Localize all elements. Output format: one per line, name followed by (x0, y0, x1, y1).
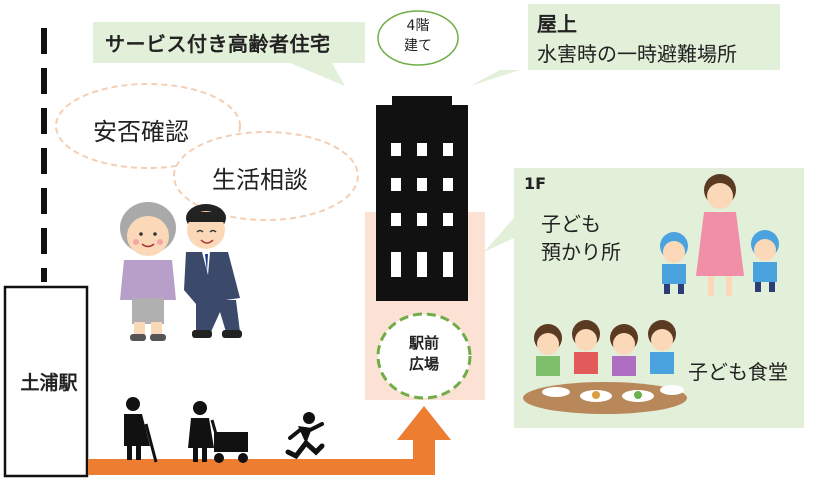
housing-callout-title: サービス付き高齢者住宅 (105, 32, 331, 56)
floors-label-line2: 建て (404, 38, 432, 54)
plaza-label: 駅前 広場 (384, 333, 464, 375)
station-box (3, 285, 89, 478)
pedestrian-icons (124, 397, 325, 463)
elderly-woman-illustration (120, 202, 176, 341)
safety-check-label: 安否確認 (93, 118, 189, 146)
consultation-label: 生活相談 (212, 166, 308, 194)
stroller-parent-icon (188, 401, 248, 463)
first-floor-label: 1F (524, 174, 547, 193)
plaza-label-line2: 広場 (408, 355, 439, 373)
plaza-circle (376, 312, 472, 400)
housing-callout (93, 22, 365, 86)
floors-label-line1: 4階 (406, 18, 430, 34)
floors-oval (377, 10, 459, 66)
rooftop-desc: 水害時の一時避難場所 (537, 42, 737, 66)
floors-label: 4階 建て (378, 16, 458, 56)
kids-cafeteria-label: 子ども食堂 (688, 360, 788, 384)
plaza-label-line1: 駅前 (408, 334, 439, 352)
safety-check-ellipse (55, 83, 241, 169)
childcare-label-line1: 子ども (541, 212, 601, 236)
childcare-label: 子ども 預かり所 (541, 210, 621, 266)
building-icon (376, 96, 468, 301)
kids-cafeteria-illustration (523, 320, 687, 414)
elderly-walker-icon (124, 397, 158, 463)
childcare-illustration (660, 174, 779, 296)
staff-man-illustration (184, 204, 242, 338)
childcare-label-line2: 預かり所 (541, 240, 621, 264)
rooftop-title: 屋上 (537, 12, 577, 36)
rooftop-callout (470, 4, 780, 86)
consultation-ellipse (173, 131, 359, 221)
runner-icon (285, 412, 325, 460)
station-label: 土浦駅 (20, 372, 78, 394)
walking-path-arrow (88, 406, 451, 475)
